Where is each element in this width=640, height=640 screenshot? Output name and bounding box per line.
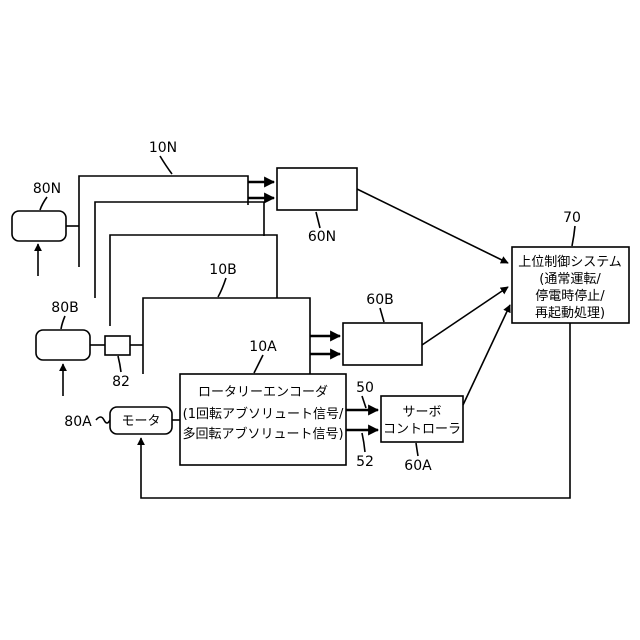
label-80N: 80N	[33, 181, 61, 197]
label-80B: 80B	[51, 300, 78, 316]
encoder-third-block	[110, 235, 277, 326]
leader-10N	[160, 156, 172, 174]
link-60N-to-70	[357, 189, 508, 263]
leader-80B	[61, 316, 65, 329]
servo-controller-line2: コントローラ	[383, 422, 461, 437]
motor-80B-box	[36, 330, 90, 360]
leader-52	[362, 433, 365, 452]
encoder-10B-block	[143, 298, 310, 374]
label-10B: 10B	[209, 262, 236, 278]
host-system-line3: 停電時停止/	[535, 288, 605, 304]
encoder-10A-line2: 多回転アブソリュート信号)	[182, 426, 343, 442]
leader-60B	[380, 308, 384, 322]
label-60N: 60N	[308, 229, 336, 245]
encoder-second-outline	[95, 202, 264, 298]
leader-60N	[316, 212, 320, 228]
label-10N: 10N	[149, 140, 177, 156]
controller-60B-box	[343, 323, 422, 365]
leader-60A	[416, 443, 418, 456]
label-50: 50	[356, 380, 374, 396]
link-60A-to-70	[463, 305, 510, 405]
label-10A: 10A	[249, 339, 277, 355]
leader-82	[118, 356, 121, 372]
host-system-line2: (通常運転/	[539, 272, 601, 287]
controller-60N-box	[277, 168, 357, 210]
encoder-second-block	[95, 202, 264, 298]
label-70: 70	[563, 210, 581, 226]
encoder-10B-outline	[143, 298, 310, 374]
leader-80N	[40, 197, 47, 210]
label-82: 82	[112, 374, 130, 390]
encoder-10A-line1: (1回転アブソリュート信号/	[183, 406, 344, 422]
leader-80A	[96, 417, 110, 423]
leader-10B	[218, 278, 226, 297]
host-system-line4: 再起動処理)	[535, 306, 605, 321]
motor-80N-box	[12, 211, 66, 241]
label-52: 52	[356, 454, 374, 470]
leader-10A	[254, 355, 263, 373]
encoder-third-outline	[110, 235, 277, 326]
label-60A: 60A	[404, 458, 432, 474]
encoder-10N-outline	[79, 176, 248, 267]
motor-80A-label: モータ	[121, 414, 160, 429]
encoder-10N-block	[79, 176, 248, 267]
leader-70	[572, 226, 575, 246]
leader-50	[362, 396, 366, 408]
encoder-10A-title: ロータリーエンコーダ	[198, 385, 328, 400]
label-80A: 80A	[64, 414, 92, 430]
label-60B: 60B	[366, 292, 393, 308]
sensor-82-box	[105, 336, 130, 355]
servo-controller-line1: サーボ	[402, 405, 441, 420]
host-system-line1: 上位制御システム	[518, 255, 622, 270]
